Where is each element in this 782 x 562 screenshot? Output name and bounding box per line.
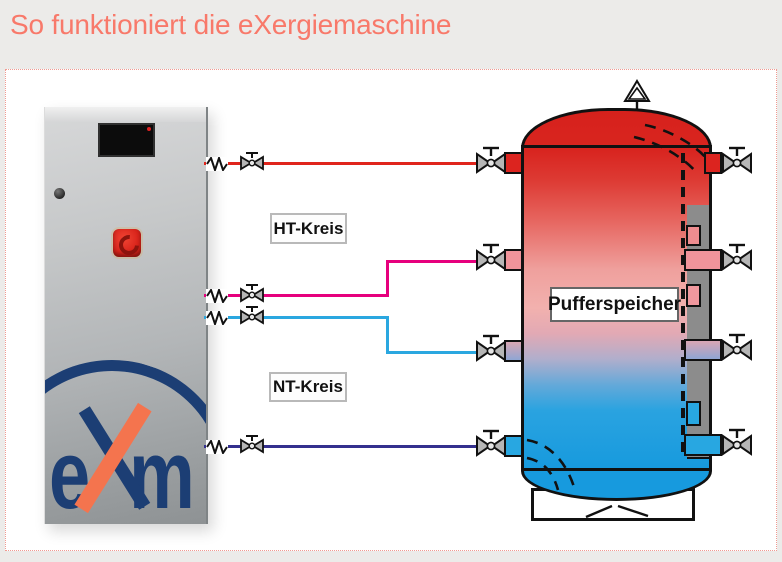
door-lock-knob: [54, 188, 65, 199]
stratification-port: [686, 225, 701, 246]
valve-icon: [476, 243, 506, 271]
valve-icon: [476, 429, 506, 457]
buffer-tank-text: Pufferspeicher: [547, 293, 682, 315]
ht-circuit-label: HT-Kreis: [270, 213, 347, 244]
tank-stub-mid-right: [684, 339, 722, 361]
pipe-ht-return-riser: [386, 260, 389, 297]
flex-connector-icon: [206, 289, 228, 303]
power-led: [147, 127, 151, 131]
air-vent-icon: [623, 79, 651, 111]
pipe-ht-return-b: [386, 260, 477, 263]
pipe-ht-return-a: [204, 294, 389, 297]
pipe-nt-flow-a: [204, 316, 389, 319]
tank-stub-warm-right: [684, 249, 722, 271]
pipe-ht-flow: [204, 162, 477, 165]
valve-icon: [722, 146, 752, 174]
exergy-machine-cabinet: e m: [44, 107, 208, 524]
stratification-port: [686, 284, 701, 307]
valve-icon: [476, 146, 506, 174]
valve-icon: [240, 152, 264, 171]
tank-stub-hot-right: [704, 152, 722, 174]
valve-icon: [722, 428, 752, 456]
switch-ring-icon: [114, 230, 144, 260]
page-title: So funktioniert die eXergiemaschine: [10, 9, 452, 40]
flex-connector-icon: [206, 157, 228, 171]
tank-divider-dashed-line: [681, 153, 685, 459]
valve-icon: [240, 284, 264, 303]
cabinet-top-edge: [45, 107, 206, 122]
tank-stub-cold-right: [684, 434, 722, 456]
valve-icon: [476, 334, 506, 362]
valve-icon: [722, 333, 752, 361]
ht-circuit-text: HT-Kreis: [273, 218, 344, 238]
valve-icon: [240, 435, 264, 454]
stratification-port: [686, 401, 701, 426]
pipe-nt-return: [204, 445, 477, 448]
valve-icon: [722, 243, 752, 271]
display-screen: [98, 123, 155, 157]
valve-icon: [240, 306, 264, 325]
nt-circuit-text: NT-Kreis: [273, 377, 343, 396]
pipe-nt-flow-b: [386, 351, 477, 354]
flex-connector-icon: [206, 311, 228, 325]
nt-circuit-label: NT-Kreis: [269, 372, 347, 402]
buffer-tank-label: Pufferspeicher: [547, 287, 682, 322]
red-power-switch: [113, 229, 144, 260]
flex-connector-icon: [206, 440, 228, 454]
pipe-nt-flow-drop: [386, 317, 389, 354]
